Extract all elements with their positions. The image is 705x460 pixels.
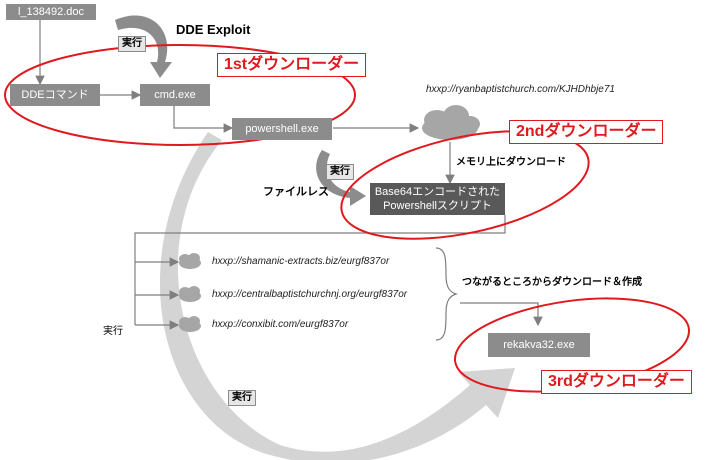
url-label-2: hxxp://centralbaptistchurchnj.org/eurgf8… [212,289,408,300]
big-curved-arrow [159,132,515,460]
url-brace [435,247,458,341]
stage-label-1st: 1stダウンローダー [217,53,367,77]
powershell-exe-box: powershell.exe [232,118,332,140]
exec-side-label: 実行 [103,326,123,337]
stage-label-2nd: 2ndダウンローダー [509,120,664,144]
main-url-label: hxxp://ryanbaptistchurch.com/KJHDhbje71 [426,84,615,95]
dde-exploit-label: DDE Exploit [176,22,251,37]
stage-label-3rd: 3rdダウンローダー [541,370,692,394]
small-cloud-icon-1 [179,253,201,269]
dde-command-box: DDEコマンド [10,84,100,106]
exec-tag-dde: 実行 [118,36,146,52]
cmd-exe-box: cmd.exe [140,84,210,106]
highlight-ellipse-2nd [340,130,590,240]
cloud-icon [422,105,480,140]
connect-download-label: つながるところからダウンロード＆作成 [462,277,642,288]
exec-tag-bottom: 実行 [228,390,256,406]
memory-download-label: メモリ上にダウンロード [456,157,566,168]
highlight-ellipse-1st [4,44,356,146]
url-label-1: hxxp://shamanic-extracts.biz/eurgf837or [212,256,390,267]
base64-line-1: Base64エンコードされた [374,186,501,198]
fileless-label: ファイルレス [263,186,329,198]
exec-tag-fileless: 実行 [326,164,354,180]
doc-file-box: l_138492.doc [6,4,96,20]
small-cloud-icon-3 [179,316,201,332]
rekakva-exe-box: rekakva32.exe [488,333,590,357]
fileless-curve-arrow [316,150,366,206]
base64-script-box: Base64エンコードされた Powershellスクリプト [370,183,505,215]
small-cloud-icon-2 [179,286,201,302]
dde-curve-arrow [115,15,172,78]
url-label-3: hxxp://conxibit.com/eurgf837or [212,319,349,330]
base64-line-2: Powershellスクリプト [383,200,492,212]
